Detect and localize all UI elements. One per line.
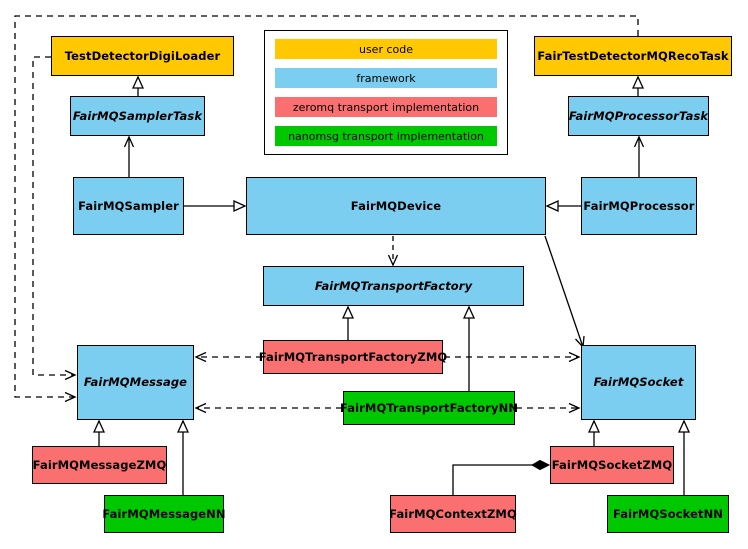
class-node-fairmqsocketzmq[interactable]: FairMQSocketZMQ [550, 446, 674, 484]
legend-label-framework: framework [356, 71, 416, 85]
class-node-fairmqcontextzmq[interactable]: FairMQContextZMQ [389, 495, 517, 533]
class-node-label: FairMQSampler [78, 198, 179, 213]
legend: user code framework zeromq transport imp… [264, 30, 508, 155]
class-node-fairmqsampler[interactable]: FairMQSampler [73, 177, 184, 235]
class-node-fairmqmessage[interactable]: FairMQMessage [77, 345, 194, 420]
class-node-label: FairMQSocket [593, 375, 684, 390]
edge-digiloader-message [32, 56, 77, 381]
class-node-fairmqsocketnn[interactable]: FairMQSocketNN [607, 495, 729, 533]
class-node-label: FairTestDetectorMQRecoTask [537, 48, 729, 63]
legend-item-user-code: user code [275, 39, 497, 59]
class-node-label: FairMQProcessor [583, 198, 695, 213]
class-node-label: FairMQTransportFactoryNN [339, 400, 519, 415]
class-node-fairmqsocket[interactable]: FairMQSocket [581, 345, 696, 420]
class-node-fairmqsamplertask[interactable]: FairMQSamplerTask [70, 96, 205, 136]
legend-label-zeromq: zeromq transport implementation [292, 100, 480, 114]
class-node-fairtestdetectormqrecotask[interactable]: FairTestDetectorMQRecoTask [534, 36, 732, 76]
class-node-label: FairMQDevice [350, 198, 442, 213]
edge-contextzmq-socketzmq [452, 465, 549, 495]
edge-device-socket [544, 235, 585, 349]
class-node-fairmqtransportfactorynn[interactable]: FairMQTransportFactoryNN [339, 391, 519, 425]
class-node-fairmqtransportfactory[interactable]: FairMQTransportFactory [263, 266, 524, 306]
legend-item-zeromq: zeromq transport implementation [275, 97, 497, 117]
class-node-label: FairMQTransportFactory [314, 278, 473, 293]
class-node-label: FairMQMessageNN [102, 506, 226, 521]
legend-item-nanomsg: nanomsg transport implementation [275, 126, 497, 146]
legend-label-user-code: user code [358, 42, 414, 56]
class-node-label: FairMQSocketNN [612, 506, 724, 521]
class-node-fairmqtransportfactoryzmq[interactable]: FairMQTransportFactoryZMQ [259, 340, 447, 374]
class-node-fairmqmessagenn[interactable]: FairMQMessageNN [102, 495, 226, 533]
class-node-label: FairMQSamplerTask [72, 108, 203, 123]
legend-label-nanomsg: nanomsg transport implementation [288, 129, 484, 143]
class-node-label: FairMQMessage [83, 375, 188, 390]
class-node-label: FairMQProcessorTask [568, 108, 709, 123]
class-node-label: TestDetectorDigiLoader [64, 48, 221, 63]
class-node-label: FairMQTransportFactoryZMQ [258, 349, 448, 364]
class-node-testdetectordigiloader[interactable]: TestDetectorDigiLoader [51, 36, 234, 76]
class-node-label: FairMQContextZMQ [389, 506, 517, 521]
class-node-fairmqprocessor[interactable]: FairMQProcessor [581, 177, 697, 235]
legend-item-framework: framework [275, 68, 497, 88]
class-node-fairmqmessagezmq[interactable]: FairMQMessageZMQ [32, 446, 167, 484]
class-node-fairmqprocessortask[interactable]: FairMQProcessorTask [568, 96, 709, 136]
class-node-label: FairMQMessageZMQ [32, 457, 167, 472]
class-node-fairmqdevice[interactable]: FairMQDevice [246, 177, 546, 235]
class-node-label: FairMQSocketZMQ [551, 457, 673, 472]
